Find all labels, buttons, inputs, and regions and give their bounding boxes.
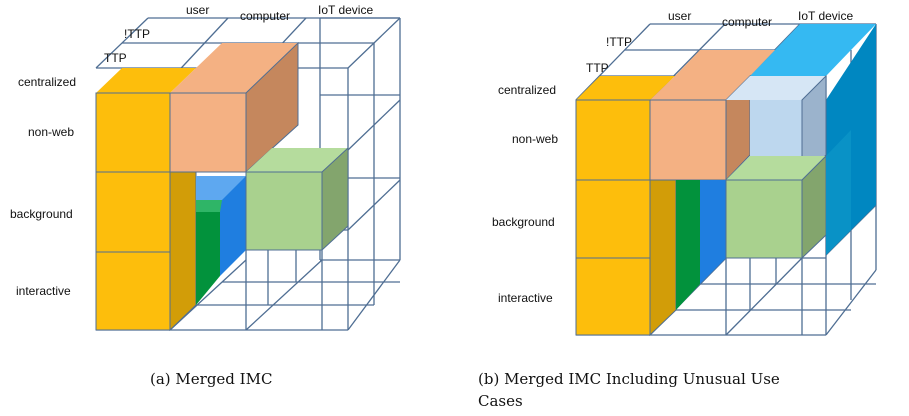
block-gold-side-a xyxy=(169,171,197,332)
block-darkgreen-a xyxy=(196,212,220,305)
axis-label-background-a: background xyxy=(10,207,73,221)
block-green-small-a xyxy=(196,200,222,212)
block-salmon-back-top-a xyxy=(196,43,298,68)
caption-a: (a) Merged IMC xyxy=(150,370,272,388)
block-lightblue-side-b xyxy=(801,74,827,182)
block-lightblue-top-b xyxy=(726,76,826,100)
block-salmon-front-a xyxy=(169,92,247,173)
axis-label-computer-a: computer xyxy=(240,9,290,23)
block-gold-top-b xyxy=(576,76,675,100)
axis-label-nottp-a: !TTP xyxy=(124,27,150,41)
block-salmon-back-top-b xyxy=(675,50,775,76)
block-darkgreen-b xyxy=(676,180,700,310)
block-salmon-top-b xyxy=(650,76,750,100)
axis-label-user-b: user xyxy=(668,9,691,23)
axis-label-interactive-b: interactive xyxy=(498,291,553,305)
axis-label-user-a: user xyxy=(186,3,209,17)
axis-label-interactive-a: interactive xyxy=(16,284,71,298)
block-salmon-front-b xyxy=(649,99,727,181)
block-salmon-top-a xyxy=(170,68,272,93)
axis-label-ttp-b: TTP xyxy=(586,61,609,75)
block-centralized-user-top-a xyxy=(96,68,196,93)
caption-b-line1: (b) Merged IMC Including Unusual Use xyxy=(478,370,780,388)
block-green-side-a xyxy=(321,146,349,252)
block-cyan-top-b xyxy=(750,24,876,76)
axis-label-non-web-b: non-web xyxy=(512,132,558,146)
block-lightblue-top-a xyxy=(196,176,246,200)
block-salmon-side-a xyxy=(245,41,299,174)
block-gold-side-b xyxy=(649,179,677,337)
axis-label-iot-device-b: IoT device xyxy=(798,9,853,23)
figure-b: user computer IoT device !TTP TTP centra… xyxy=(478,9,877,410)
axis-label-background-b: background xyxy=(492,215,555,229)
block-green-top-b xyxy=(726,156,826,180)
axis-label-nottp-b: !TTP xyxy=(606,35,632,49)
caption-b-line2: Cases xyxy=(478,392,523,410)
block-green-front-a xyxy=(245,171,323,251)
axis-label-centralized-a: centralized xyxy=(18,75,76,89)
axis-label-ttp-a: TTP xyxy=(104,51,127,65)
axis-label-non-web-a: non-web xyxy=(28,125,74,139)
block-lightblue-front-b xyxy=(750,100,802,156)
block-centralized-user-front-a xyxy=(95,92,171,331)
block-green-front-b xyxy=(725,179,803,259)
block-green-top-a xyxy=(246,148,348,172)
axis-label-centralized-b: centralized xyxy=(498,83,556,97)
axis-label-computer-b: computer xyxy=(722,15,772,29)
axis-label-iot-device-a: IoT device xyxy=(318,3,373,17)
block-gold-front-b xyxy=(575,99,651,336)
figure-a: user computer IoT device !TTP TTP centra… xyxy=(10,3,401,388)
block-teal-side-b xyxy=(826,130,851,255)
